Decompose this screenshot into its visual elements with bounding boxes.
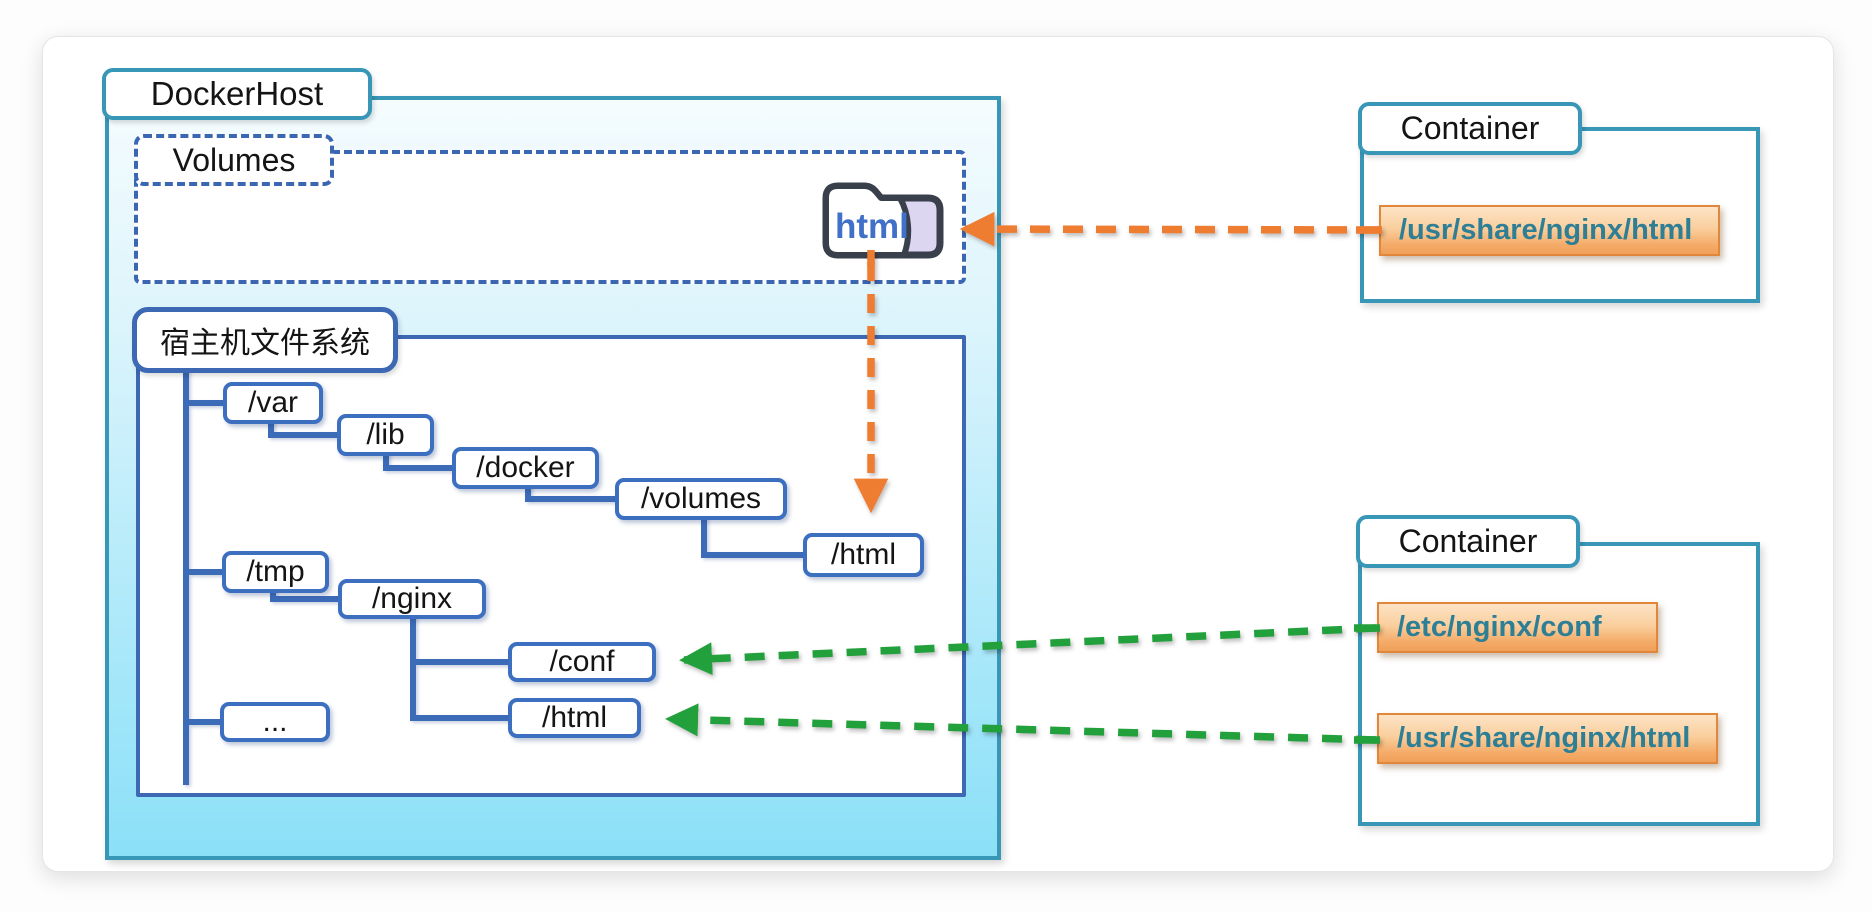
container-2-box: [1358, 542, 1760, 826]
container-1-mount-html: /usr/share/nginx/html: [1379, 205, 1720, 256]
host-filesystem-label: 宿主机文件系统: [132, 307, 398, 373]
tree-node-tmp: /tmp: [222, 551, 329, 593]
container-2-label: Container: [1356, 515, 1580, 568]
tree-node-lib: /lib: [337, 414, 434, 456]
tree-node-conf: /conf: [508, 642, 656, 682]
tree-node-nginx: /nginx: [338, 579, 486, 619]
tree-node-html-volume: /html: [803, 533, 924, 577]
tree-node-more: ...: [220, 702, 330, 742]
container-2-mount-html: /usr/share/nginx/html: [1377, 713, 1718, 764]
volumes-label: Volumes: [134, 134, 334, 186]
tree-node-html-nginx: /html: [508, 698, 641, 738]
tree-node-var: /var: [223, 382, 323, 424]
container-1-label: Container: [1358, 102, 1582, 155]
tree-node-docker: /docker: [452, 447, 599, 489]
container-2-mount-conf: /etc/nginx/conf: [1377, 602, 1658, 653]
dockerhost-label: DockerHost: [102, 68, 372, 120]
tree-node-volumes: /volumes: [615, 478, 787, 520]
